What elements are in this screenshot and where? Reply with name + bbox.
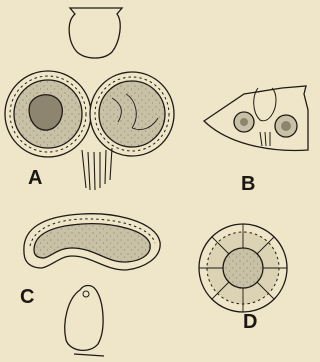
- panel-d-drawing: [199, 224, 287, 312]
- panel-b-label: B: [241, 174, 255, 194]
- panel-a-drawing: [5, 8, 174, 190]
- panel-c-label: C: [20, 287, 34, 307]
- panel-c-drawing: [24, 214, 160, 356]
- panel-a-left-sphere: [5, 71, 91, 157]
- panel-a-right-sphere: [90, 72, 174, 156]
- panel-b-drawing: [204, 86, 308, 150]
- panel-d-label: D: [243, 312, 257, 332]
- panel-a-left-nucleus: [29, 95, 62, 130]
- panel-a-label: A: [28, 168, 42, 188]
- panel-a-fibres: [82, 148, 112, 190]
- panel-a-upper-oval-cell: [69, 8, 122, 58]
